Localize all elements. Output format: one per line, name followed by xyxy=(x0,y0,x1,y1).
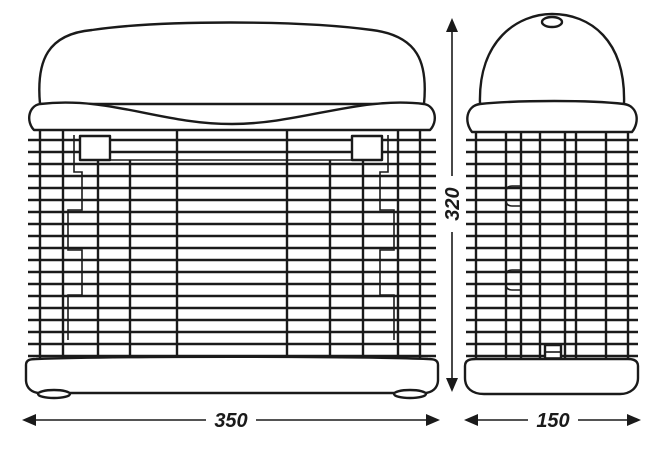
depth-arrow-left xyxy=(464,414,478,426)
side-upper-clip xyxy=(505,185,521,207)
depth-dimension: 150 xyxy=(464,410,641,432)
width-label: 350 xyxy=(214,410,247,432)
side-hanging-hook xyxy=(540,15,564,29)
front-left-foot xyxy=(36,388,72,400)
side-vertical-rods xyxy=(474,130,630,362)
side-top-band xyxy=(466,99,638,134)
height-arrow-top xyxy=(446,18,458,32)
width-dimension: 350 xyxy=(22,410,440,432)
height-arrow-bottom xyxy=(446,378,458,392)
height-dimension: 320 xyxy=(442,18,464,392)
front-right-tube-clip xyxy=(350,134,384,162)
side-base xyxy=(463,357,640,396)
depth-arrow-right xyxy=(627,414,641,426)
front-top-band xyxy=(28,101,436,132)
width-arrow-right xyxy=(426,414,440,426)
depth-label: 150 xyxy=(536,410,569,432)
front-vertical-rods xyxy=(38,128,422,362)
front-left-tube-clip xyxy=(78,134,112,162)
side-horizontal-bars xyxy=(466,138,638,358)
front-right-foot xyxy=(392,388,428,400)
front-base xyxy=(24,355,440,395)
front-horizontal-bars xyxy=(28,138,436,358)
side-top-dome xyxy=(478,12,626,106)
height-label: 320 xyxy=(442,187,464,220)
front-view xyxy=(24,21,440,400)
side-lower-clip xyxy=(505,269,521,291)
side-view xyxy=(463,12,640,396)
front-top-cover xyxy=(38,21,426,106)
width-arrow-left xyxy=(22,414,36,426)
front-left-bracket xyxy=(67,135,83,340)
front-right-bracket xyxy=(379,135,395,340)
